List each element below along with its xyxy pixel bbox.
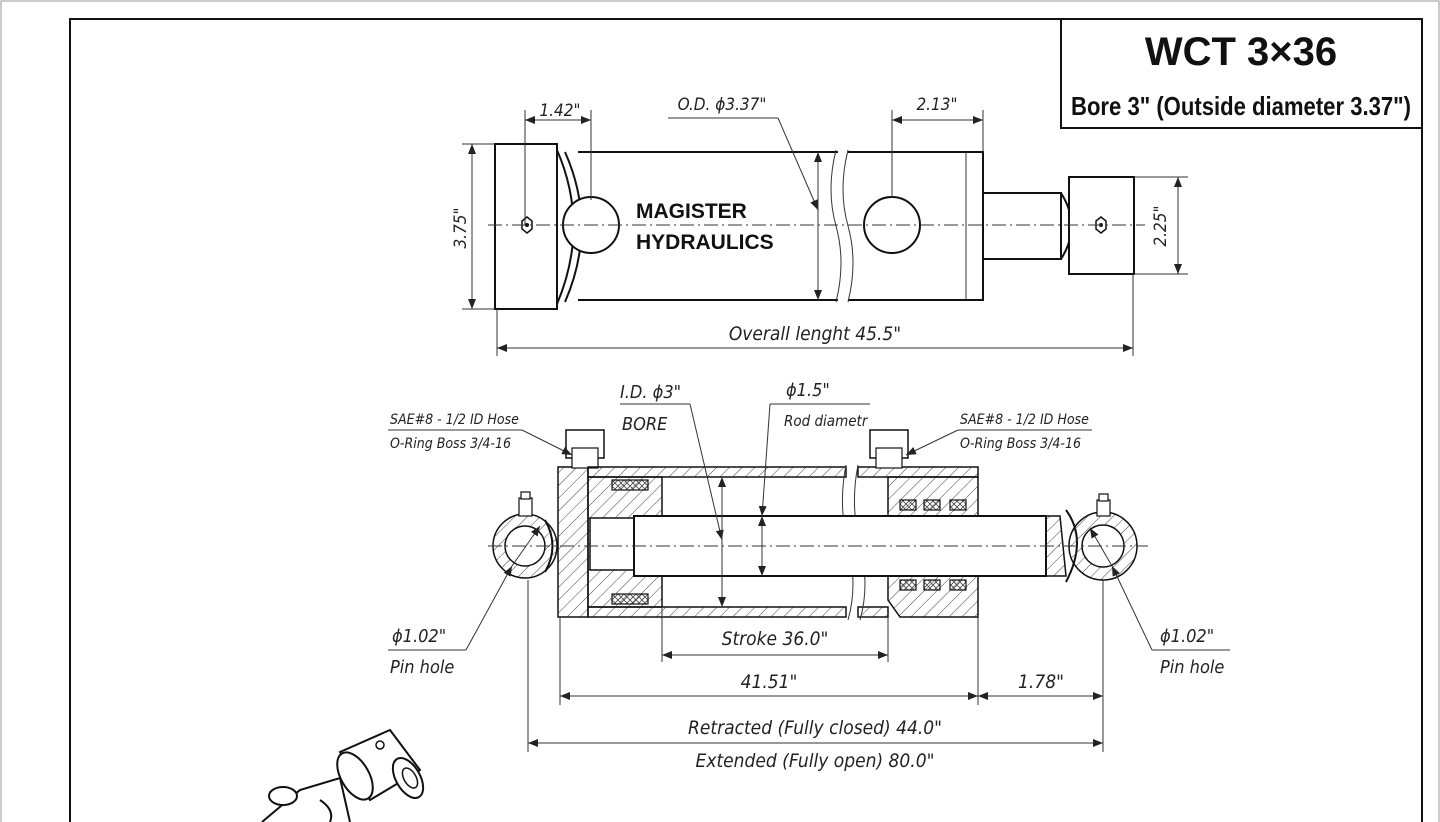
brand-line-1: MAGISTER: [636, 200, 747, 223]
bore-subtitle: Bore 3" (Outside diameter 3.37"): [1071, 91, 1411, 121]
pin-left-word: Pin hole: [390, 657, 454, 678]
bore-word: BORE: [622, 414, 668, 435]
rod-diameter-label: ϕ1.5": [786, 380, 830, 401]
pin-right-word: Pin hole: [1160, 657, 1224, 678]
dim-height: 3.75": [451, 207, 471, 248]
title-block: WCT 3×36 Bore 3" (Outside diameter 3.37"…: [1060, 18, 1423, 129]
port-left-label-2: O-Ring Boss 3/4-16: [390, 436, 511, 452]
section-view: I.D. ϕ3" BORE ϕ1.5" Rod diametr SAE#8 - …: [388, 380, 1230, 772]
port-left-label-1: SAE#8 - 1/2 ID Hose: [390, 412, 519, 428]
cap-section: [557, 466, 589, 618]
rod: [982, 192, 1062, 260]
retracted-length: Retracted (Fully closed) 44.0": [688, 717, 942, 739]
dim-rod-end: 2.13": [916, 95, 957, 115]
drawing-frame: [69, 18, 1423, 822]
port-right-label-1: SAE#8 - 1/2 ID Hose: [960, 412, 1089, 428]
pin-right-diameter: ϕ1.02": [1160, 626, 1214, 647]
extended-length: Extended (Fully open) 80.0": [696, 750, 935, 772]
rod-diameter-word: Rod diametr: [784, 412, 869, 430]
dim-overall-length: Overall lenght 45.5": [729, 323, 901, 345]
bore-diameter-label: I.D. ϕ3": [620, 382, 681, 403]
brand-line-2: HYDRAULICS: [636, 231, 774, 254]
dim-rod-eye-height: 2.25": [1151, 205, 1171, 246]
stroke-dim: Stroke 36.0": [722, 628, 829, 650]
isometric-sketch: [261, 728, 425, 822]
dim-cap-width: 1.42": [539, 101, 580, 121]
dim-outside-diameter: O.D. ϕ3.37": [678, 95, 767, 115]
dim-body-length: 41.51": [741, 671, 798, 693]
port-right-label-2: O-Ring Boss 3/4-16: [960, 436, 1081, 452]
top-view: MAGISTER HYDRAULICS 1.42" O.D. ϕ3.37" 2.…: [451, 95, 1188, 356]
piston-rod: [633, 515, 1047, 577]
model-title: WCT 3×36: [1145, 30, 1337, 74]
pin-left-diameter: ϕ1.02": [392, 626, 446, 647]
dim-gland-length: 1.78": [1018, 671, 1064, 693]
